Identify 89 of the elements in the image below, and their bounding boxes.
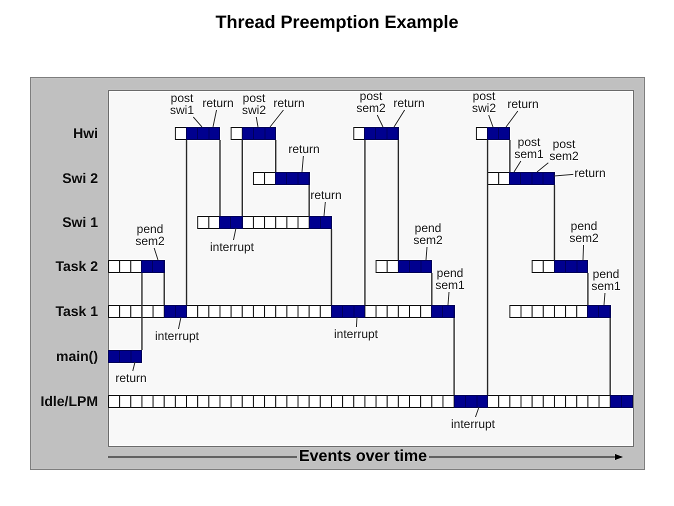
leader-line — [324, 202, 326, 216]
annotation-text: return — [273, 97, 305, 109]
annotation-text: pend sem1 — [591, 268, 621, 292]
leader-line — [474, 406, 480, 418]
running-bar — [587, 305, 611, 318]
diagram-title: Thread Preemption Example — [214, 12, 460, 33]
switch-line — [164, 273, 165, 305]
leader-line — [426, 246, 428, 260]
row-label: Hwi — [73, 125, 98, 141]
leader-line — [506, 110, 518, 128]
annotation-text: interrupt — [334, 328, 378, 340]
annotation-text: return — [507, 98, 539, 110]
annotation-text: return — [393, 97, 425, 109]
annotation-text: return — [202, 97, 234, 109]
switch-line — [587, 273, 589, 305]
row-label: Task 1 — [55, 303, 98, 319]
switch-line — [431, 273, 433, 305]
running-bar — [454, 395, 488, 408]
annotation-text: interrupt — [154, 330, 200, 342]
switch-line — [186, 140, 188, 305]
annotation-text: pend sem1 — [435, 267, 465, 291]
running-bar — [364, 127, 399, 140]
row-label: Idle/LPM — [40, 393, 98, 409]
annotation-text: return — [574, 167, 606, 179]
row-label: Task 2 — [55, 258, 98, 274]
row-label: Swi 1 — [62, 214, 98, 230]
annotation-text: post sem1 — [514, 136, 544, 160]
annotation-text: return — [115, 372, 147, 384]
annotation-text: pend sem2 — [413, 222, 443, 246]
leader-line — [514, 160, 522, 172]
running-bar — [610, 395, 633, 408]
switch-line — [275, 140, 276, 172]
switch-line — [219, 140, 221, 216]
annotation-text: return — [288, 143, 320, 155]
running-bar — [186, 127, 220, 140]
running-bar — [242, 127, 276, 140]
leader-line — [604, 292, 606, 306]
annotation-text: pend sem2 — [135, 223, 165, 247]
running-bar — [330, 305, 366, 318]
leader-line — [488, 114, 494, 128]
switch-line — [486, 140, 488, 395]
leader-line — [132, 362, 136, 372]
running-bar — [275, 172, 310, 185]
annotation-text: interrupt — [210, 241, 254, 253]
leader-line — [212, 110, 218, 128]
switch-line — [610, 318, 611, 395]
leader-line — [270, 110, 284, 128]
leader-line — [376, 114, 384, 128]
running-bar — [431, 305, 455, 318]
annotation-text: pend sem2 — [569, 220, 599, 244]
switch-line — [554, 185, 556, 260]
running-bar — [554, 260, 588, 273]
leader-line — [582, 244, 584, 260]
row-label: main() — [56, 348, 98, 364]
running-bar — [509, 172, 555, 185]
annotation-text: post swi2 — [472, 90, 496, 114]
switch-line — [509, 140, 511, 172]
leader-line — [192, 116, 202, 128]
leader-line — [448, 292, 450, 306]
switch-line — [453, 318, 455, 395]
running-bar — [108, 350, 142, 363]
leader-line — [178, 316, 182, 330]
switch-line — [364, 140, 366, 305]
annotation-text: return — [310, 189, 342, 201]
leader-line — [232, 228, 236, 240]
running-bar — [398, 260, 432, 273]
switch-line — [398, 140, 400, 260]
leader-line — [394, 110, 406, 128]
leader-line — [554, 174, 574, 176]
switch-line — [308, 185, 310, 216]
annotation-text: post sem2 — [549, 138, 579, 162]
leader-line — [256, 116, 258, 128]
leader-line — [154, 248, 158, 260]
switch-line — [242, 140, 243, 216]
running-bar — [487, 127, 510, 140]
switch-line — [141, 273, 143, 350]
annotation-text: post sem2 — [356, 90, 386, 114]
running-bar — [219, 216, 243, 229]
annotation-text: post swi2 — [242, 92, 266, 116]
annotation-text: post swi1 — [170, 92, 194, 116]
leader-line — [302, 156, 304, 172]
running-bar — [164, 305, 188, 318]
annotation-text: interrupt — [450, 418, 496, 430]
switch-line — [330, 229, 332, 305]
row-label: Swi 2 — [62, 170, 98, 186]
leader-line — [536, 162, 549, 172]
running-bar — [141, 260, 165, 273]
leader-line — [356, 316, 358, 328]
running-bar — [308, 216, 332, 229]
